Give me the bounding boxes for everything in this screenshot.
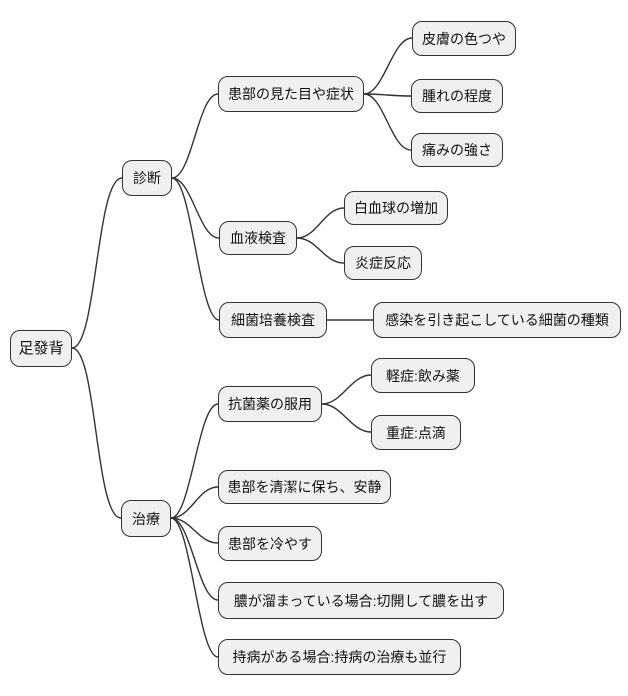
edge-diagnosis-culture xyxy=(171,177,220,321)
edge-antibiotics-mild xyxy=(321,374,372,405)
node-bacterial-culture-test: 細菌培養検査 xyxy=(219,302,327,338)
edge-treatment-antibiotics xyxy=(170,403,219,519)
node-swelling-degree: 腫れの程度 xyxy=(411,79,503,113)
node-diagnosis: 診断 xyxy=(122,160,172,196)
node-bacteria-type: 感染を引き起こしている細菌の種類 xyxy=(373,302,621,338)
node-incision-drainage: 膿が溜まっている場合:切開して膿を出す xyxy=(218,582,504,619)
edge-appearance-pain xyxy=(363,93,412,151)
edge-bloodtest-inflammation xyxy=(296,237,345,264)
node-blood-test: 血液検査 xyxy=(219,221,297,255)
node-keep-clean-rest: 患部を清潔に保ち、安静 xyxy=(218,470,391,504)
edge-appearance-skincolor xyxy=(363,37,413,95)
edge-treatment-cool xyxy=(170,517,219,544)
node-pain-intensity: 痛みの強さ xyxy=(411,133,503,167)
node-treatment: 治療 xyxy=(121,500,171,537)
edge-treatment-comorbidity xyxy=(170,517,219,658)
node-inflammation-response: 炎症反応 xyxy=(344,246,422,280)
node-antibiotics: 抗菌薬の服用 xyxy=(218,386,322,422)
node-appearance-symptoms: 患部の見た目や症状 xyxy=(218,76,364,112)
edge-bloodtest-wbc xyxy=(296,207,345,239)
node-skin-color: 皮膚の色つや xyxy=(412,21,516,56)
node-root: 足發背 xyxy=(10,330,72,367)
node-cool-affected-area: 患部を冷やす xyxy=(218,526,322,561)
edge-treatment-incision xyxy=(170,517,219,601)
node-severe-iv-drip: 重症:点滴 xyxy=(371,415,461,450)
edge-root-treatment xyxy=(71,347,122,519)
edge-treatment-keepclean xyxy=(170,486,219,519)
edge-diagnosis-bloodtest xyxy=(171,177,220,239)
edge-root-diagnosis xyxy=(71,177,123,349)
node-wbc-increase: 白血球の増加 xyxy=(344,191,448,225)
edge-appearance-swelling xyxy=(363,93,412,97)
node-comorbidity-treatment: 持病がある場合:持病の治療も並行 xyxy=(218,639,461,675)
edge-antibiotics-severe xyxy=(321,403,372,433)
edge-diagnosis-appearance xyxy=(171,93,219,179)
node-mild-oral-medicine: 軽症:飲み薬 xyxy=(371,358,475,393)
